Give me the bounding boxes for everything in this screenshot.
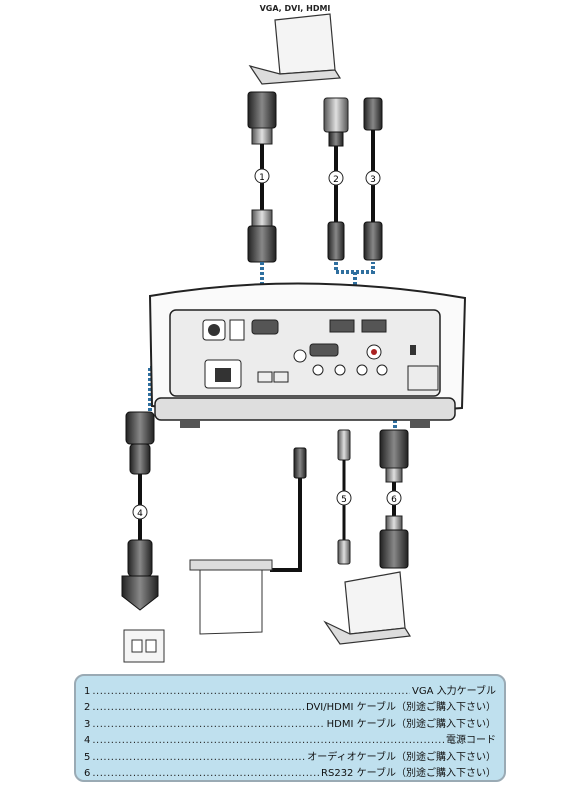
legend-text: RS232 ケーブル（別途ご購入下さい） [321, 767, 496, 779]
legend-number: 3 [84, 718, 91, 730]
svg-text:6: 6 [391, 495, 397, 505]
dvi-cable-2 [323, 97, 349, 261]
legend-row: 6 RS232 ケーブル（別途ご購入下さい） [84, 764, 496, 780]
legend-row: 1 VGA 入力ケーブル [84, 682, 496, 698]
legend-row: 5 オーディオケーブル（別途ご購入下さい） [84, 748, 496, 764]
source-device-label: VGA, DVI, HDMI [259, 4, 331, 13]
projection-screen [189, 559, 273, 635]
svg-text:3: 3 [370, 175, 376, 185]
cable-number-4: 4 [132, 504, 148, 520]
legend-row: 2 DVI/HDMI ケーブル（別途ご購入下さい） [84, 698, 496, 714]
legend-text: HDMI ケーブル（別途ご購入下さい） [326, 718, 496, 730]
svg-text:2: 2 [333, 175, 339, 185]
screen-trigger-cable [270, 447, 307, 572]
wall-outlet [123, 629, 165, 663]
laptop-top [248, 13, 342, 85]
legend-text: VGA 入力ケーブル [411, 686, 496, 697]
legend-text: オーディオケーブル（別途ご購入下さい） [307, 751, 496, 763]
legend-number: 5 [84, 751, 91, 763]
legend-number: 1 [84, 686, 91, 697]
power-cord-4 [121, 411, 159, 611]
svg-text:5: 5 [341, 495, 347, 505]
vga-cable-1 [247, 91, 277, 263]
cable-number-1: 1 [254, 168, 270, 184]
legend-number: 4 [84, 735, 91, 747]
legend-text: 電源コード [446, 735, 496, 747]
rs232-cable-6 [379, 429, 409, 569]
legend-leader [92, 768, 319, 779]
legend-leader [92, 752, 305, 763]
svg-text:4: 4 [137, 509, 143, 519]
legend-number: 2 [84, 702, 91, 714]
cable-number-6: 6 [386, 490, 402, 506]
legend-leader [92, 686, 410, 697]
legend-leader [92, 719, 324, 730]
legend-leader [92, 702, 304, 713]
cable-number-5: 5 [336, 490, 352, 506]
connection-diagram: 1 2 3 [121, 13, 467, 663]
legend-leader [92, 735, 444, 746]
cable-number-2: 2 [328, 170, 344, 186]
svg-text:1: 1 [259, 173, 265, 183]
legend-number: 6 [84, 767, 91, 779]
projector [148, 282, 467, 428]
legend-text: DVI/HDMI ケーブル（別途ご購入下さい） [305, 702, 496, 714]
legend-row: 4 電源コード [84, 731, 496, 747]
cable-legend: 1 VGA 入力ケーブル 2 DVI/HDMI ケーブル（別途ご購入下さい） 3… [74, 674, 506, 782]
legend-row: 3 HDMI ケーブル（別途ご購入下さい） [84, 715, 496, 731]
laptop-bottom [323, 571, 412, 645]
cable-number-3: 3 [365, 170, 381, 186]
